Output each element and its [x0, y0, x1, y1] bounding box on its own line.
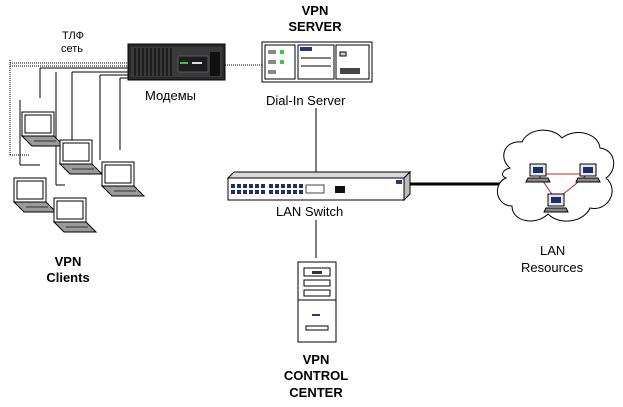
laptop-icon: [58, 139, 104, 175]
laptop-icon: [20, 111, 66, 147]
connection-lines: [9, 60, 500, 258]
control-center-label-line1: VPN: [302, 352, 330, 367]
laptop-icon: [52, 197, 98, 233]
control-center-label-line3: CENTER: [289, 385, 343, 400]
laptop-icon: [12, 177, 58, 213]
tlf-network-label-line2: сеть: [61, 43, 84, 55]
lan-switch-label: LAN Switch: [276, 204, 344, 219]
vpn-server-label-line1: VPN: [301, 3, 329, 18]
server-rack-icon: [261, 41, 373, 83]
modem-rack-icon: [127, 43, 226, 81]
workstation-icon: [543, 193, 569, 213]
laptop-icon: [100, 161, 146, 197]
switch-icon: [226, 170, 412, 202]
control-center-label-line2: CONTROL: [283, 368, 349, 383]
vpn-clients-label-line2: Clients: [46, 270, 90, 285]
tlf-network-label-line1: ТЛФ: [62, 30, 84, 42]
lan-resources-label-line1: LAN: [540, 243, 566, 258]
modems-label: Модемы: [145, 88, 197, 103]
vpn-clients-label-line1: VPN: [54, 254, 82, 269]
cloud-icon: [497, 129, 615, 222]
vpn-server-label-line2: SERVER: [288, 19, 342, 34]
lan-resources-label-line2: Resources: [521, 260, 584, 275]
dial-in-server-label: Dial-In Server: [266, 93, 346, 108]
workstation-icon: [575, 163, 601, 183]
tower-server-icon: [297, 261, 337, 343]
workstation-icon: [525, 163, 551, 183]
